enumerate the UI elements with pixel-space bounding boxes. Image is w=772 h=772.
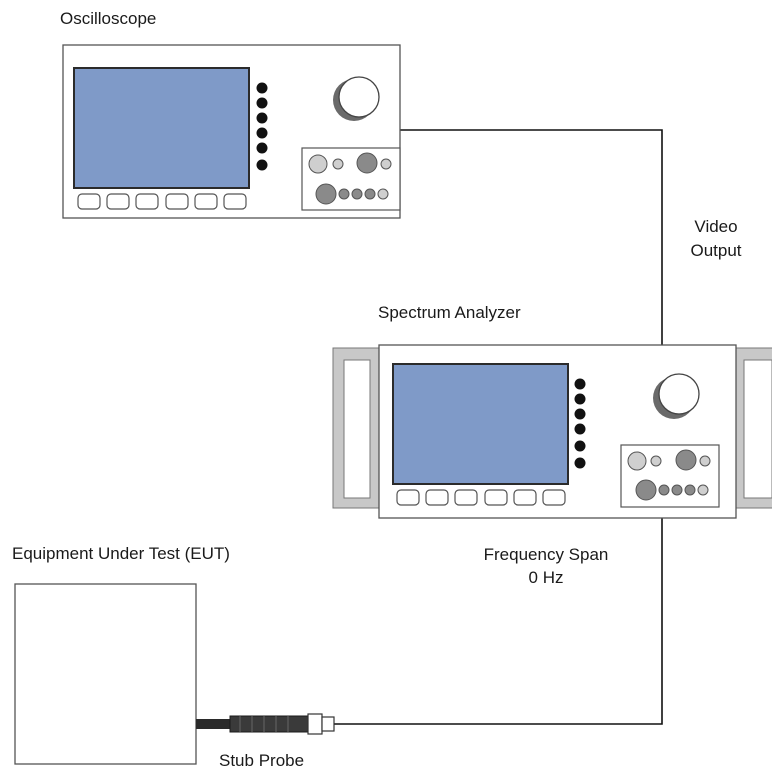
side-button [574, 378, 586, 390]
right-rack-handle [735, 347, 772, 509]
side-button [256, 142, 268, 154]
side-button [256, 82, 268, 94]
oscilloscope-screen [73, 67, 250, 189]
soft-key [77, 193, 101, 210]
soft-key [454, 489, 478, 506]
soft-key [396, 489, 420, 506]
spectrum-analyzer-screen [392, 363, 569, 485]
soft-key [513, 489, 537, 506]
stub-probe-label: Stub Probe [219, 751, 304, 770]
left-rack-handle [332, 347, 380, 509]
soft-key [106, 193, 130, 210]
spectrum-analyzer-soft-keys [396, 489, 566, 506]
side-button [256, 97, 268, 109]
oscilloscope-control-panel [301, 147, 401, 211]
probe-icon [196, 713, 335, 735]
oscilloscope-side-buttons [256, 82, 268, 171]
soft-key [194, 193, 218, 210]
side-button [256, 112, 268, 124]
video-output-label-line1: Video [694, 217, 737, 236]
soft-key [425, 489, 449, 506]
side-button [574, 408, 586, 420]
spectrum-analyzer-knob [653, 373, 700, 419]
spectrum-analyzer [332, 344, 772, 519]
spectrum-analyzer-label: Spectrum Analyzer [378, 303, 521, 322]
video-output-label-line2: Output [690, 241, 741, 260]
oscilloscope-knob [333, 76, 380, 121]
soft-key [165, 193, 189, 210]
side-button [256, 159, 268, 171]
frequency-span-label-line1: Frequency Span [484, 545, 609, 564]
spectrum-analyzer-side-buttons [574, 378, 586, 469]
side-button [574, 393, 586, 405]
soft-key [542, 489, 566, 506]
soft-key [135, 193, 159, 210]
soft-key [223, 193, 247, 210]
oscilloscope-soft-keys [77, 193, 247, 210]
side-button [574, 457, 586, 469]
side-button [256, 127, 268, 139]
oscilloscope [62, 44, 401, 219]
oscilloscope-label: Oscilloscope [60, 9, 156, 28]
eut-box [14, 583, 197, 765]
video-output-cable [400, 129, 663, 345]
spectrum-analyzer-control-panel [620, 444, 720, 508]
side-button [574, 440, 586, 452]
probe-cable [334, 518, 663, 725]
side-button [574, 423, 586, 435]
eut-label: Equipment Under Test (EUT) [12, 544, 230, 563]
soft-key [484, 489, 508, 506]
frequency-span-label-line2: 0 Hz [529, 568, 564, 587]
